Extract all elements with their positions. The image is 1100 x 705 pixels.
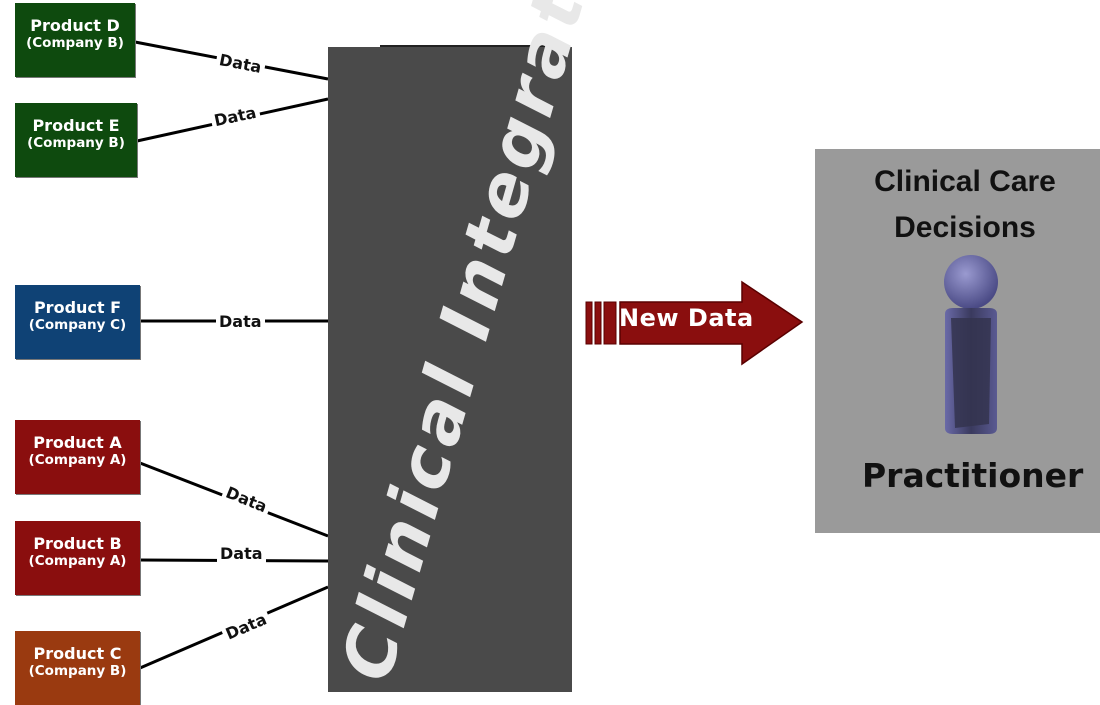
arrow-body (619, 280, 804, 366)
data-label-f: Data (216, 313, 265, 331)
product-name: Product A (33, 433, 122, 452)
new-data-label: New Data (619, 304, 754, 332)
product-name: Product D (30, 16, 120, 35)
product-d-box: Product D (Company B) (15, 3, 135, 77)
clinical-care-panel: Clinical Care Decisions Practitioner (815, 149, 1100, 533)
product-company: (Company B) (27, 135, 125, 151)
clinical-integration-bar (328, 47, 572, 692)
integration-top-line (380, 45, 556, 47)
product-company: (Company B) (28, 663, 127, 679)
product-name: Product E (32, 116, 120, 135)
product-company: (Company A) (28, 553, 127, 569)
product-company: (Company C) (28, 317, 127, 333)
product-a-box: Product A (Company A) (15, 420, 140, 494)
care-title: Clinical Care Decisions (815, 159, 1100, 251)
new-data-arrow (585, 280, 804, 366)
product-company: (Company A) (28, 452, 127, 468)
product-e-box: Product E (Company B) (15, 103, 137, 177)
person-icon (944, 255, 998, 434)
data-label-b: Data (217, 545, 266, 563)
care-title-line2: Decisions (894, 211, 1036, 244)
arrow-tail-stripes (585, 301, 617, 345)
product-name: Product F (33, 298, 122, 317)
product-name: Product B (33, 534, 122, 553)
practitioner-label: Practitioner (862, 456, 1084, 495)
product-name: Product C (33, 644, 122, 663)
product-f-box: Product F (Company C) (15, 285, 140, 359)
product-b-box: Product B (Company A) (15, 521, 140, 595)
product-company: (Company B) (26, 35, 124, 51)
product-c-box: Product C (Company B) (15, 631, 140, 705)
person-head (944, 255, 998, 309)
care-title-line1: Clinical Care (874, 165, 1056, 198)
